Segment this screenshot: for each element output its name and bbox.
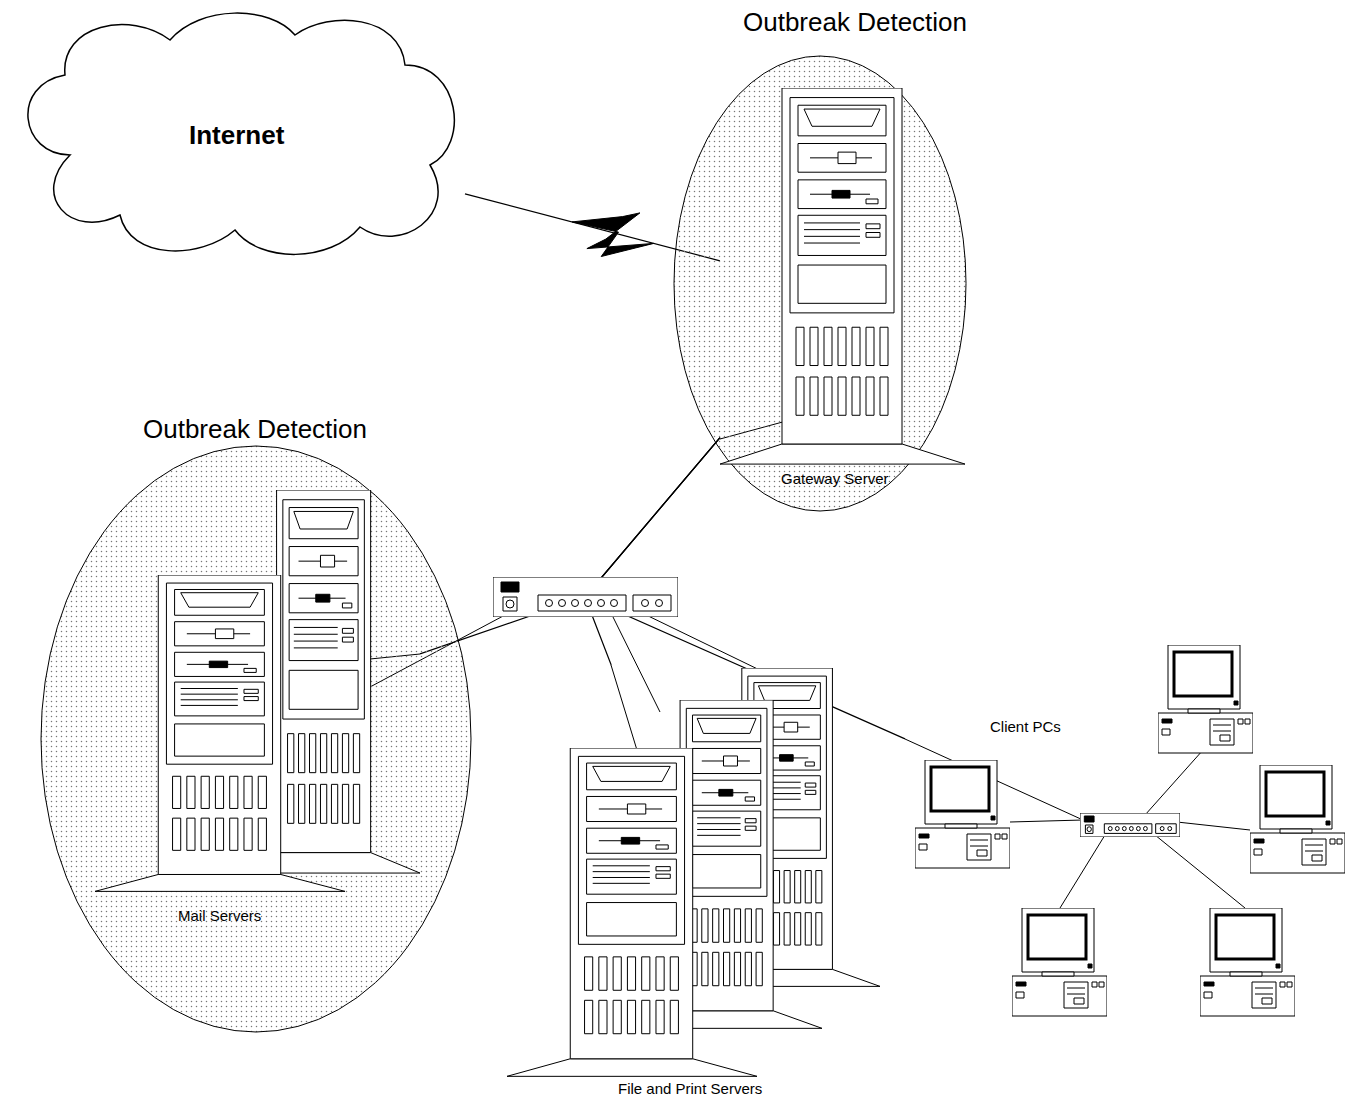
detection-zone: Outbreak DetectionGateway Server — [673, 55, 967, 512]
network-hub — [493, 577, 678, 617]
client-pc — [1250, 765, 1345, 873]
gateway-server-outline — [720, 88, 965, 498]
mail-servers-outline — [95, 490, 420, 930]
node-label: Gateway Server — [781, 470, 889, 487]
network-link — [420, 438, 720, 654]
link-line — [420, 438, 720, 654]
zone-heading: Outbreak Detection — [743, 8, 967, 38]
network-hub — [1080, 813, 1180, 837]
client-pc — [1158, 645, 1253, 753]
wire — [1010, 820, 1083, 822]
client-pc — [1012, 908, 1107, 1016]
client-pcs: Client PCs — [905, 640, 1350, 1035]
wire — [612, 615, 660, 712]
server-tower — [720, 88, 965, 464]
node-label: Mail Servers — [178, 907, 261, 924]
wire — [611, 665, 640, 760]
file-print-servers-outline — [505, 665, 885, 1100]
zone-ellipse — [41, 446, 471, 1032]
wire — [1155, 835, 1245, 908]
client-pc — [915, 760, 1010, 868]
zone-ellipse — [674, 56, 966, 511]
file-print-servers: File and Print Servers — [505, 665, 885, 1100]
internet-cloud: Internet — [10, 5, 465, 263]
wire — [1177, 822, 1250, 830]
link-line — [585, 438, 720, 665]
server-tower — [95, 575, 345, 891]
wire — [640, 612, 772, 676]
client-pc — [1200, 908, 1295, 1016]
zone-heading: Internet — [189, 121, 284, 151]
mail-servers: Mail Servers — [95, 490, 420, 930]
network-link — [585, 438, 720, 665]
zone-heading: Outbreak Detection — [143, 415, 367, 445]
node-label: Client PCs — [990, 718, 1061, 735]
wire — [1060, 835, 1105, 908]
cloud-shape — [28, 13, 454, 254]
lan-wires — [905, 739, 1250, 908]
wire — [1145, 750, 1203, 815]
node-label: File and Print Servers — [618, 1080, 762, 1097]
lightning-bolt — [572, 213, 654, 257]
client-pcs-outline — [905, 640, 1350, 1035]
server-tower — [507, 748, 757, 1076]
detection-zone: Outbreak DetectionMail Servers — [40, 445, 472, 1033]
gateway-server: Gateway Server — [720, 88, 965, 498]
